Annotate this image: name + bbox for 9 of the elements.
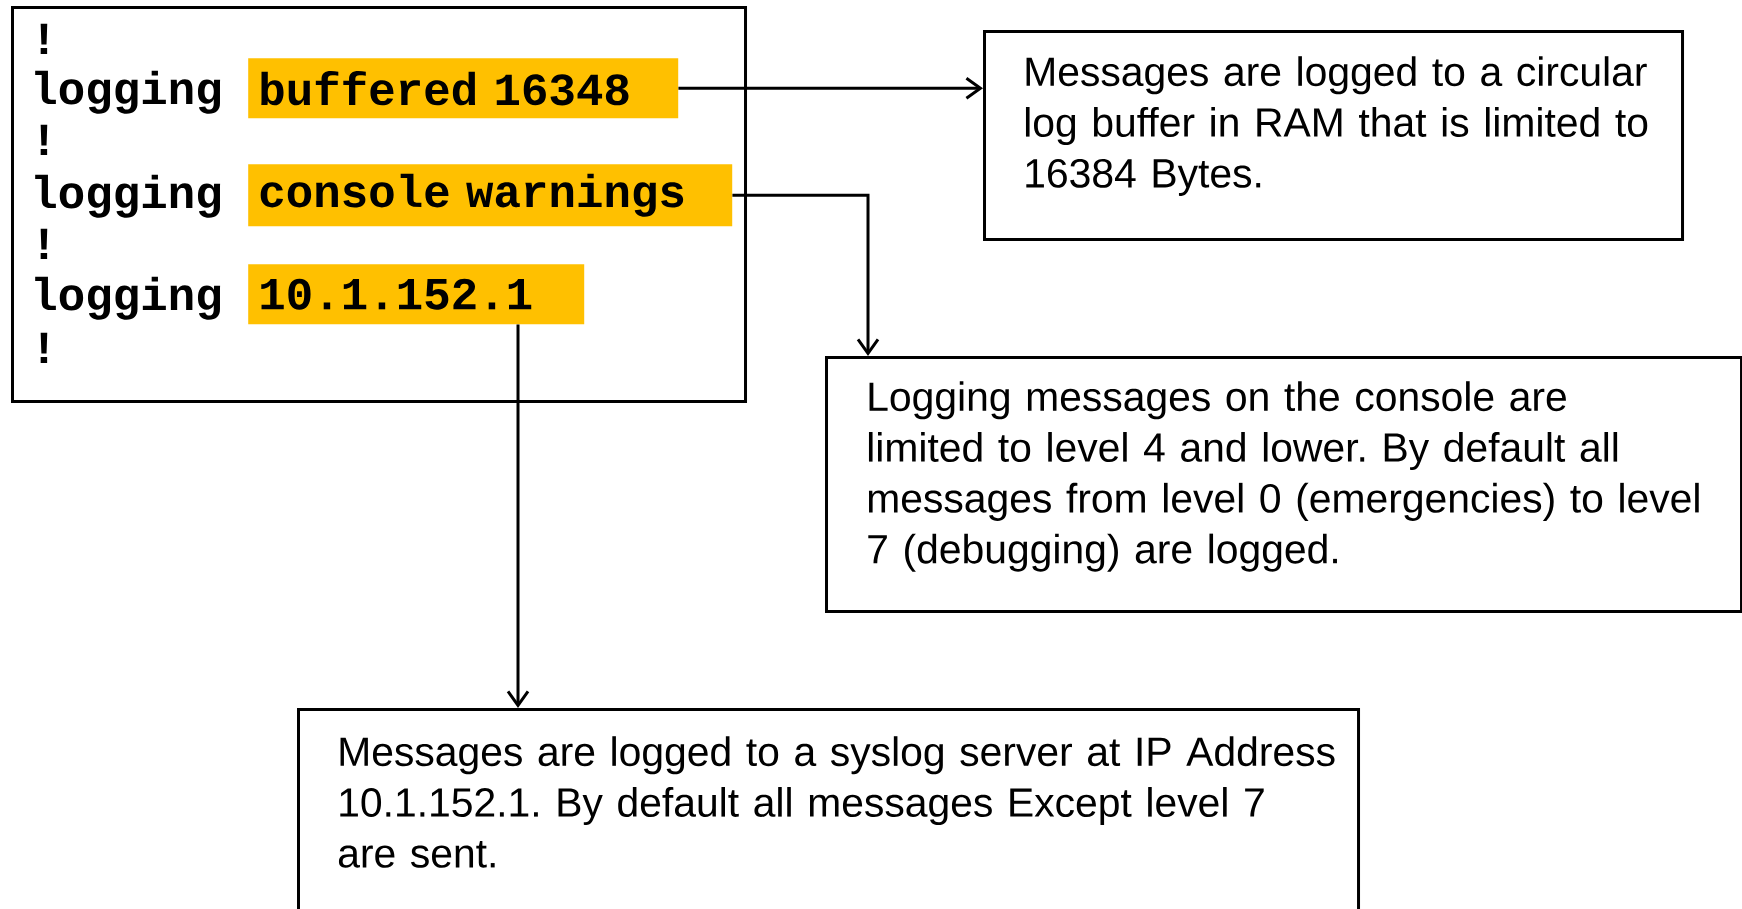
arrow <box>506 324 530 708</box>
note-box: Messages are logged to a circular log buffer in RAM that is limited to 16384 Bytes. <box>983 30 1685 241</box>
arrow <box>678 76 983 100</box>
highlighted-code: buffered 16348 <box>248 58 679 119</box>
note-box: Messages are logged to a syslog server at IP Address 10.1.152.1. By default all messages Except level 7 are sent. <box>297 708 1361 909</box>
highlighted-code: console warnings <box>248 164 733 227</box>
note-box: Logging messages on the console are limited to level 4 and lower. By default all messages from level 0 (emergencies) to level 7 (debugging) are logged. <box>825 356 1742 613</box>
highlighted-code: 10.1.152.1 <box>248 264 585 325</box>
arrow <box>732 193 880 356</box>
